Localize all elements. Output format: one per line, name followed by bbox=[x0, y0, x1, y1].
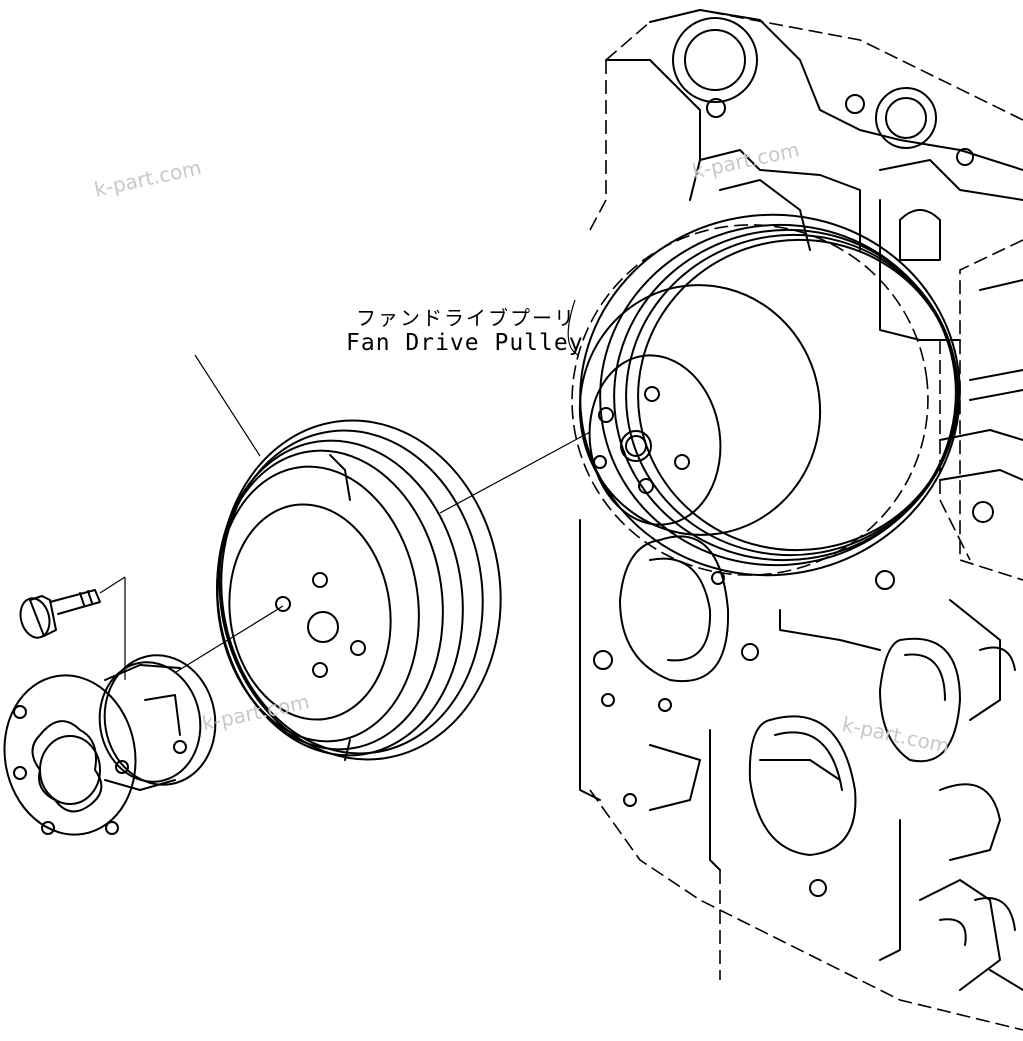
hub-spacer-icon bbox=[3, 654, 217, 836]
callout-label-japanese: ファンドライブプーリ bbox=[356, 306, 576, 330]
bolt-icon bbox=[19, 589, 101, 639]
fan-drive-pulley-icon bbox=[216, 419, 502, 761]
engine-block-icon bbox=[579, 9, 1023, 1031]
mounted-pulley-icon bbox=[571, 213, 961, 577]
leader-lines bbox=[99, 299, 591, 680]
callout-label-english: Fan Drive Pulley bbox=[346, 330, 584, 356]
